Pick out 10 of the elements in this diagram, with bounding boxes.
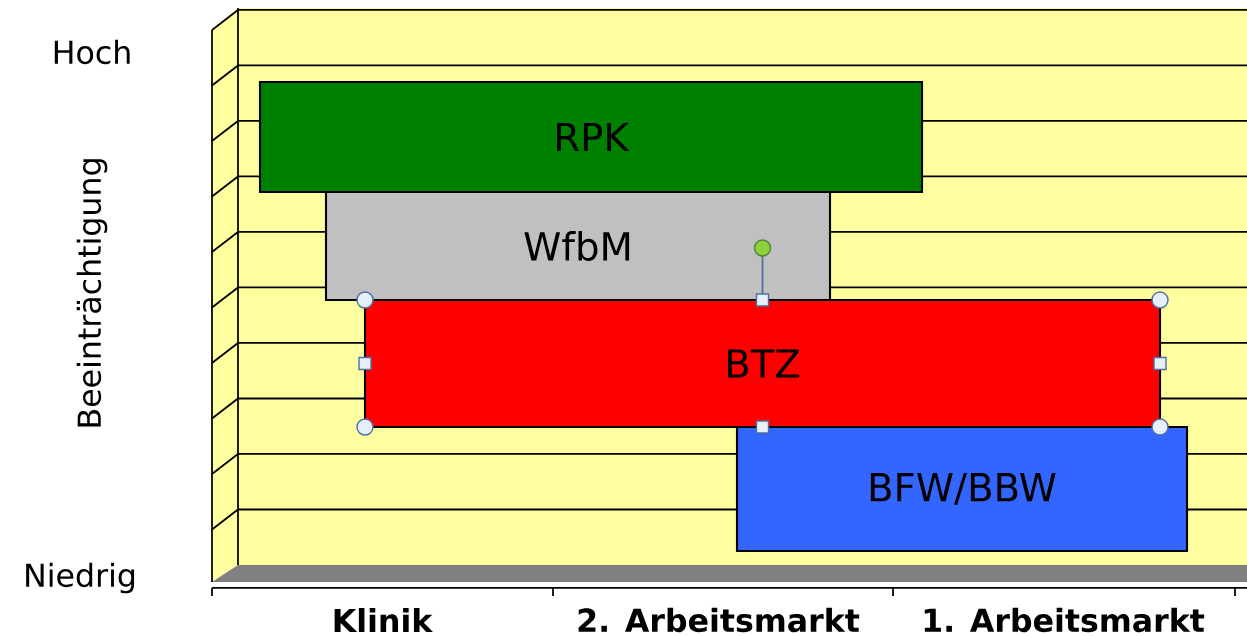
bar-box: RPK — [258, 80, 924, 194]
category-label: Klinik — [334, 608, 433, 632]
bar-box: BFW/BBW — [735, 425, 1189, 553]
axis-title: Beeinträchtigung — [76, 159, 108, 427]
axis-label: Hoch — [54, 39, 130, 65]
bar-box: BTZ — [363, 298, 1162, 429]
category-label: 2. Arbeitsmarkt — [578, 607, 860, 633]
category-label: 1. Arbeitsmarkt — [924, 607, 1205, 633]
bar-box: WfbM — [324, 190, 832, 302]
axis-label: Niedrig — [26, 562, 135, 594]
